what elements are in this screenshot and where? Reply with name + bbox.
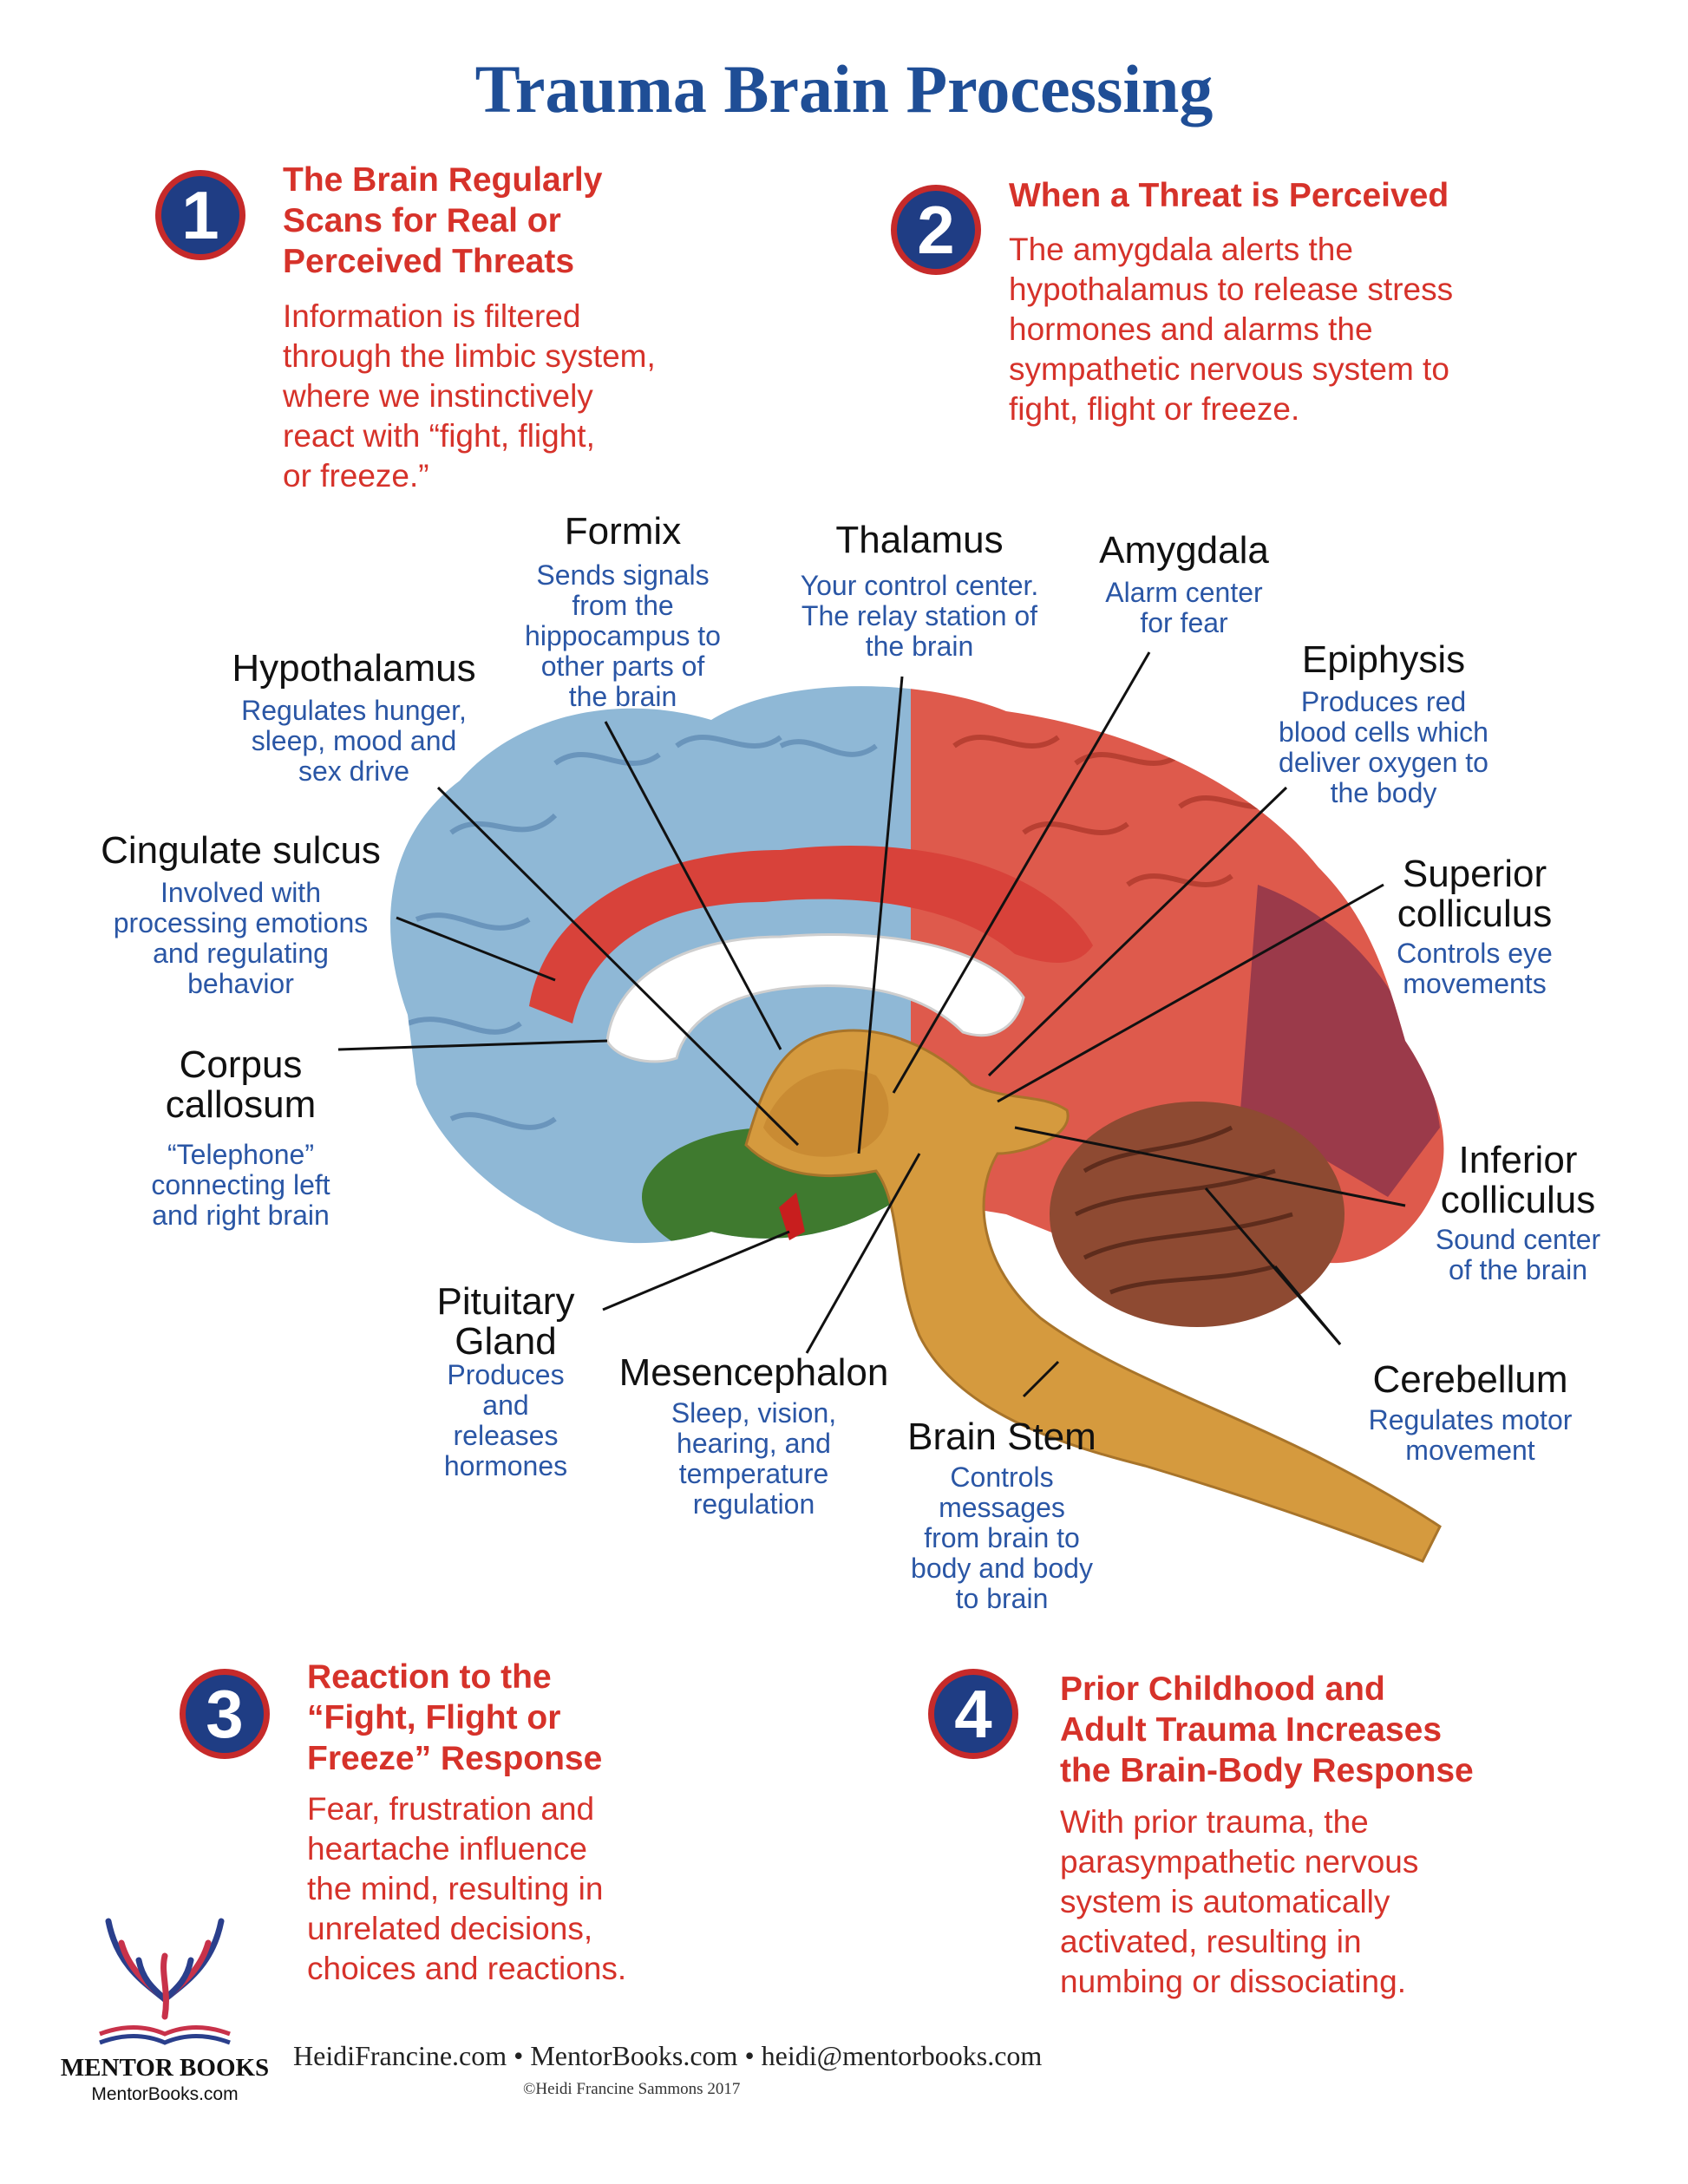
desc-thalamus: Your control center. The relay station o… <box>800 570 1039 662</box>
desc-cerebellum: Regulates motor movement <box>1368 1404 1573 1466</box>
cingulate-gyrus <box>529 845 1093 1023</box>
label-brain-stem: Brain Stem <box>907 1416 1096 1458</box>
step-3-badge: 3 <box>180 1669 270 1759</box>
step-2-body: The amygdala alerts the hypothalamus to … <box>1009 232 1454 427</box>
occipital-lobe <box>1240 885 1440 1197</box>
label-inferior-colliculus: Inferior colliculus <box>1440 1139 1596 1221</box>
step-4-body: With prior trauma, the parasympathetic n… <box>1060 1804 1419 1999</box>
desc-inferior-colliculus: Sound center of the brain <box>1435 1224 1601 1285</box>
label-hypothalamus: Hypothalamus <box>232 647 476 690</box>
footer-links: HeidiFrancine.com • MentorBooks.com • he… <box>293 2040 1043 2071</box>
cerebellum-folia <box>1074 1125 1293 1295</box>
desc-formix: Sends signals from the hippocampus to ot… <box>525 559 721 712</box>
label-epiphysis: Epiphysis <box>1301 638 1466 681</box>
desc-corpus-callosum: “Telephone” connecting left and right br… <box>151 1139 330 1231</box>
leader-lines <box>337 651 1406 1398</box>
brainstem-shape <box>744 1029 1442 1563</box>
brand-url: MentorBooks.com <box>91 2084 239 2104</box>
label-thalamus: Thalamus <box>835 519 1004 561</box>
thalamus-shape <box>763 1069 889 1157</box>
label-cerebellum: Cerebellum <box>1372 1358 1568 1401</box>
brand-name: MENTOR BOOKS <box>60 2054 270 2082</box>
label-cingulate-sulcus: Cingulate sulcus <box>101 829 381 872</box>
step-1-heading: The Brain Regularly Scans for Real or Pe… <box>283 161 603 280</box>
step-4-heading: Prior Childhood and Adult Trauma Increas… <box>1060 1671 1474 1789</box>
copyright: ©Heidi Francine Sammons 2017 <box>523 2080 741 2098</box>
step-2-badge: 2 <box>891 185 981 275</box>
desc-mesencephalon: Sleep, vision, hearing, and temperature … <box>671 1397 837 1520</box>
step-3-body: Fear, frustration and heartache influenc… <box>307 1791 627 1986</box>
step-4-badge: 4 <box>928 1669 1018 1759</box>
gyri-lines <box>406 735 878 1130</box>
desc-brain-stem: Controls messages from brain to body and… <box>911 1461 1093 1614</box>
label-superior-colliculus: Superior colliculus <box>1397 853 1553 935</box>
desc-hypothalamus: Regulates hunger, sleep, mood and sex dr… <box>241 695 467 787</box>
step-2-heading: When a Threat is Perceived <box>1009 177 1449 214</box>
label-mesencephalon: Mesencephalon <box>618 1351 889 1394</box>
cerebellum-shape <box>1050 1102 1345 1327</box>
label-pituitary-gland: Pituitary Gland <box>436 1280 575 1363</box>
page-title: Trauma Brain Processing <box>474 51 1214 127</box>
desc-pituitary-gland: Produces and releases hormones <box>443 1359 568 1481</box>
desc-epiphysis: Produces red blood cells which deliver o… <box>1279 686 1488 808</box>
step-3-heading: Reaction to the “Fight, Flight or Freeze… <box>307 1658 603 1777</box>
label-amygdala: Amygdala <box>1099 529 1269 572</box>
step-1-badge: 1 <box>155 170 245 260</box>
pituitary-shape <box>779 1193 805 1240</box>
label-corpus-callosum: Corpus callosum <box>165 1043 317 1126</box>
phoenix-logo-icon <box>99 1918 231 2045</box>
desc-cingulate-sulcus: Involved with processing emotions and re… <box>113 877 369 999</box>
step-1-body: Information is filtered through the limb… <box>283 298 656 494</box>
desc-amygdala: Alarm center for fear <box>1105 577 1263 638</box>
desc-superior-colliculus: Controls eye movements <box>1397 938 1553 999</box>
label-formix: Formix <box>564 510 682 553</box>
